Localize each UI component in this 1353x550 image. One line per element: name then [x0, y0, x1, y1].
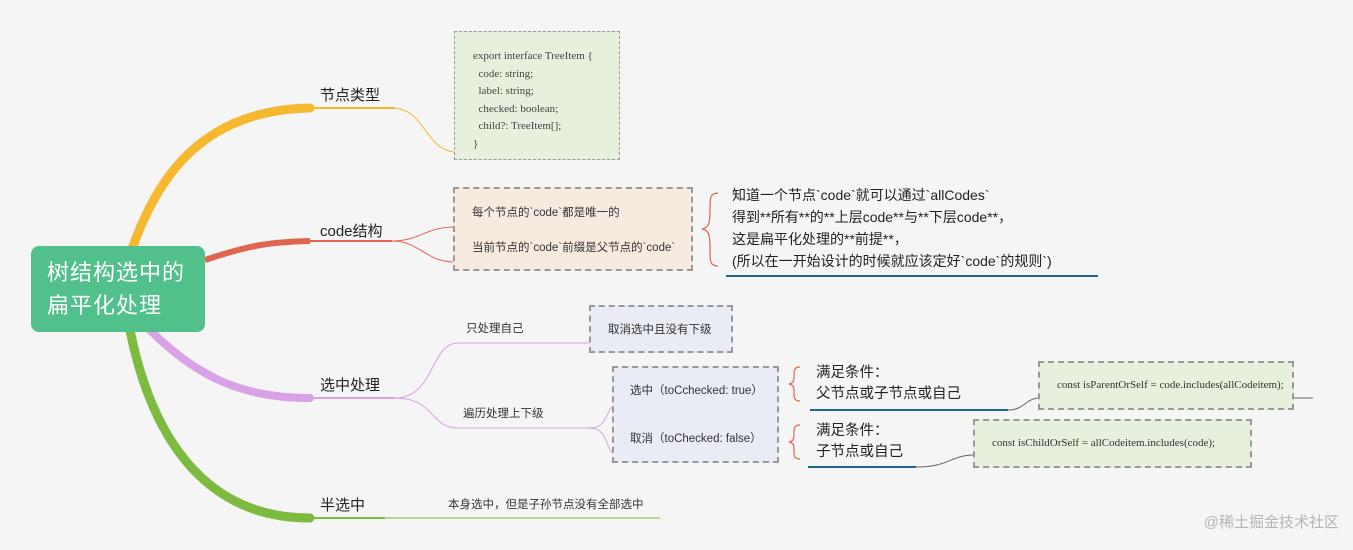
watermark: @稀土掘金技术社区: [1203, 514, 1339, 531]
code-note: 知道一个节点`code`就可以通过`allCodes` 得到**所有**的**上…: [732, 184, 1052, 272]
cond2-code-box[interactable]: const isChildOrSelf = allCodeitem.includ…: [973, 419, 1252, 468]
brace-cond1: [788, 366, 801, 402]
branch-node-type[interactable]: 节点类型: [320, 87, 381, 104]
traverse-box[interactable]: [612, 366, 779, 463]
cond2-body: 子节点或自己: [816, 444, 903, 460]
cond1-title: 满足条件：: [816, 365, 889, 381]
cond1-body: 父节点或子节点或自己: [816, 386, 961, 402]
root-title-line1: 树结构选中的: [47, 260, 186, 285]
branch-curve-half: [125, 325, 315, 523]
branch-curve-node-type: [125, 103, 315, 260]
code-prefix-item: 当前节点的`code`前缀是父节点的`code`: [472, 242, 676, 254]
branch-half-selected[interactable]: 半选中: [320, 497, 366, 514]
cond2-title: 满足条件：: [816, 423, 889, 439]
code-unique-item: 每个节点的`code`都是唯一的: [472, 207, 620, 219]
code-note-line1: 知道一个节点`code`就可以通过`allCodes`: [732, 187, 990, 203]
self-only-label: 只处理自己: [466, 323, 524, 335]
branch-select[interactable]: 选中处理: [320, 377, 381, 394]
root-title-line2: 扁平化处理: [47, 293, 163, 318]
code-structure-box[interactable]: [453, 187, 693, 271]
self-only-result-box[interactable]: 取消选中且没有下级: [589, 305, 733, 353]
traverse-label: 遍历处理上下级: [463, 408, 544, 420]
half-selected-desc: 本身选中，但是子孙节点没有全部选中: [448, 499, 644, 511]
unchecked-item: 取消（toChecked: false）: [630, 433, 762, 445]
root-node[interactable]: 树结构选中的 扁平化处理: [31, 246, 205, 332]
cond1-code-box[interactable]: const isParentOrSelf = code.includes(all…: [1038, 361, 1294, 410]
branch-code-structure[interactable]: code结构: [320, 223, 383, 240]
code-note-line4: (所以在一开始设计的时候就应该定好`code`的规则`): [732, 253, 1052, 269]
cond1-code: const isParentOrSelf = code.includes(all…: [1057, 379, 1284, 391]
self-only-result: 取消选中且没有下级: [608, 324, 712, 336]
code-note-line3: 这是扁平化处理的**前提**，: [732, 231, 908, 247]
checked-item: 选中（toCchecked: true）: [630, 385, 763, 397]
code-box-tree-item[interactable]: export interface TreeItem { code: string…: [454, 31, 620, 160]
brace-cond2: [788, 424, 801, 460]
branch-curve-code: [204, 238, 311, 263]
cond2-code: const isChildOrSelf = allCodeitem.includ…: [992, 437, 1216, 449]
branch-curve-select: [146, 326, 314, 402]
brace-code: [701, 192, 719, 267]
code-note-line2: 得到**所有**的**上层code**与**下层code**，: [732, 209, 1013, 225]
cond1: 满足条件： 父节点或子节点或自己: [816, 363, 961, 405]
cond2: 满足条件： 子节点或自己: [816, 421, 903, 463]
code-tree-item: export interface TreeItem { code: string…: [473, 50, 593, 150]
